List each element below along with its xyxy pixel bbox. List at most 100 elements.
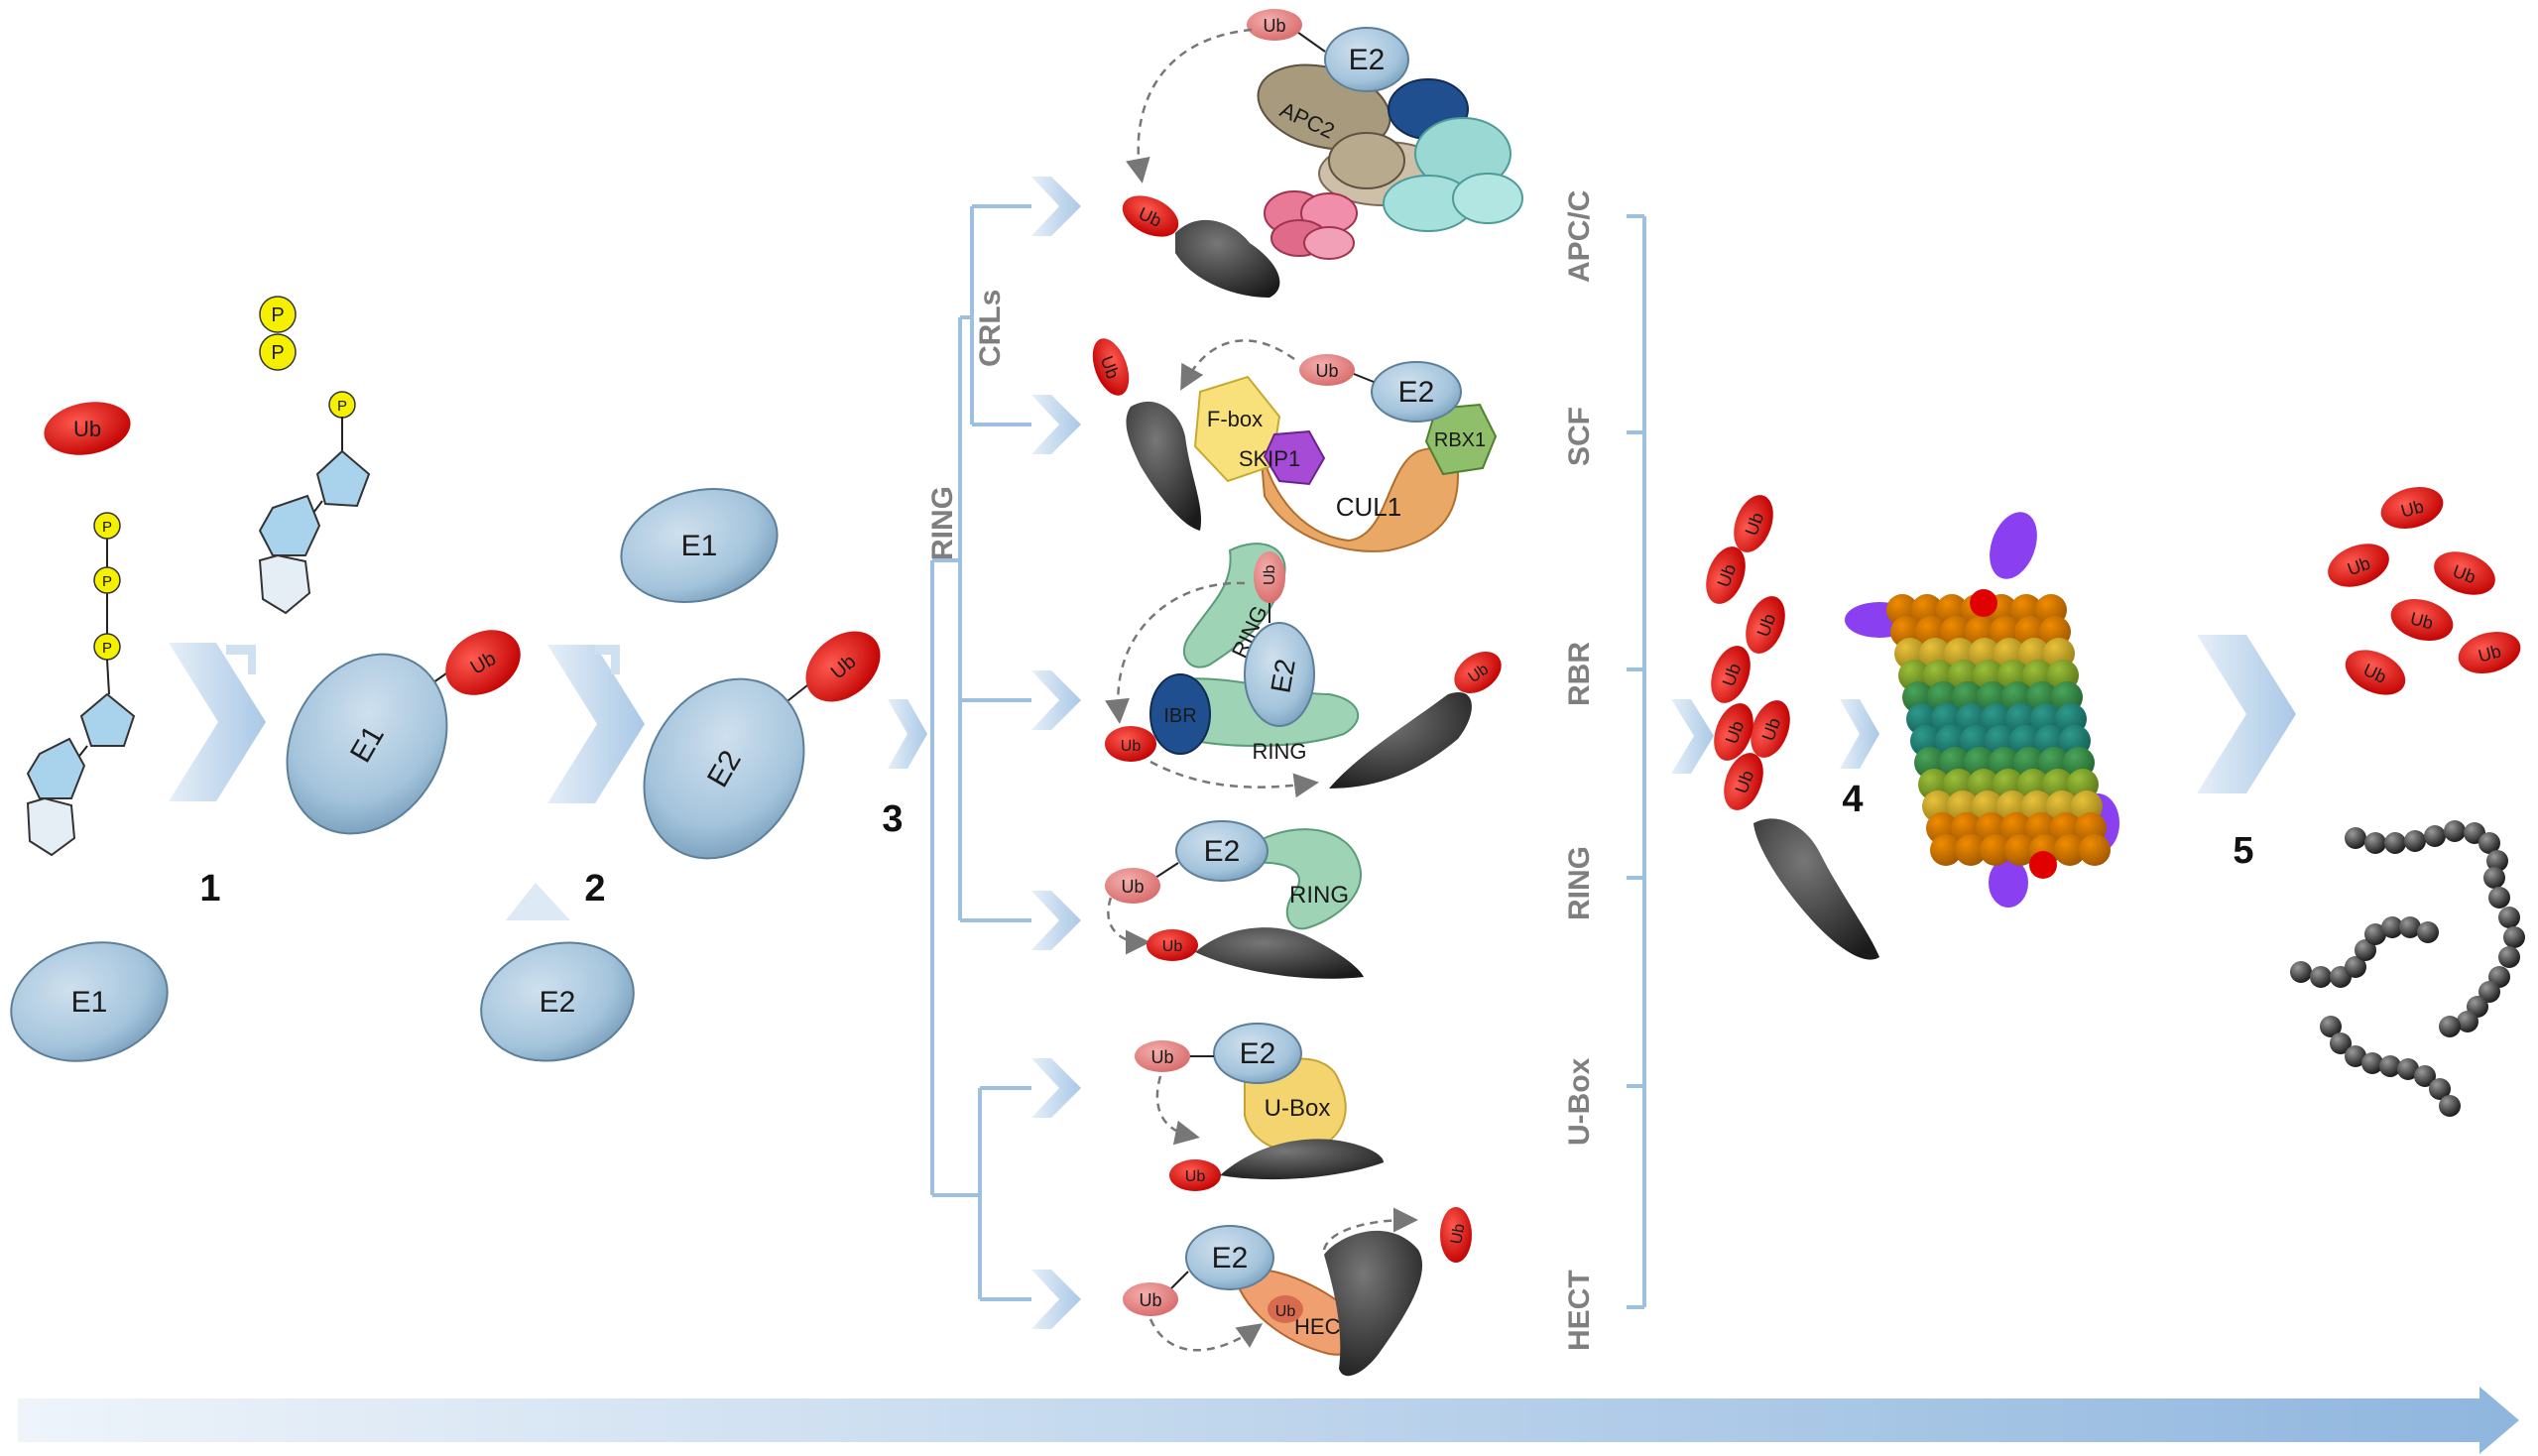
- peptide-bead: [2310, 966, 2332, 988]
- class-label-scf: SCF: [1563, 407, 1596, 466]
- proteasome-subunit: [1930, 834, 1962, 866]
- svg-text:Ub: Ub: [1139, 1290, 1161, 1310]
- step-arrow: [2197, 635, 2296, 793]
- peptide-bead: [2384, 832, 2406, 854]
- fbox-label: F-box: [1207, 407, 1263, 431]
- svg-text:Ub: Ub: [1121, 738, 1142, 755]
- peptide-bead: [2345, 956, 2366, 978]
- peptide-bead: [2503, 926, 2525, 948]
- branch-arrowheads: [1031, 177, 1081, 1329]
- proteasome-subunit: [2079, 834, 2111, 866]
- peptide-bead: [2290, 961, 2312, 983]
- ubox-label: U-Box: [1265, 1095, 1331, 1122]
- rbr-complex: RING RING IBR E2 Ub Ub Ub: [1105, 543, 1502, 798]
- peptide-bead: [2355, 939, 2376, 961]
- e1-ub-complex: E1 Ub: [286, 630, 521, 835]
- svg-text:P: P: [271, 304, 284, 326]
- class-label-apcc: APC/C: [1563, 190, 1596, 283]
- apcc-complex: APC2 E2 Ub Ub: [1122, 9, 1523, 298]
- phosphate-label: P: [102, 640, 112, 657]
- class-label-hect: HECT: [1563, 1270, 1596, 1351]
- e3-class-bracket: [1627, 214, 1646, 1309]
- peptide-bead: [2457, 1011, 2478, 1032]
- svg-text:E2: E2: [540, 986, 576, 1019]
- branch-label-ring: RING: [926, 486, 959, 560]
- hect-complex: HECT Ub E2 Ub Ub: [1123, 1207, 1472, 1377]
- svg-text:Ub: Ub: [1263, 16, 1285, 36]
- pyrophosphate: P P: [259, 296, 297, 371]
- step-label-4: 4: [1842, 779, 1863, 820]
- step-arrow: [888, 699, 927, 769]
- ring-label: RING: [1289, 882, 1349, 909]
- proteasome-subunit: [1955, 834, 1987, 866]
- peptide-bead: [2478, 981, 2500, 1003]
- peptide-bead: [2444, 820, 2466, 842]
- svg-text:E2: E2: [1398, 376, 1435, 409]
- ring-label: RING: [1253, 739, 1307, 764]
- peptide-bead: [2417, 921, 2439, 943]
- peptide-bead: [2379, 1055, 2401, 1077]
- svg-text:P: P: [337, 398, 347, 415]
- svg-text:Ub: Ub: [1275, 1303, 1296, 1320]
- phosphate-label: P: [102, 573, 112, 590]
- step-label-1: 1: [199, 868, 220, 910]
- ring-complex: RING E2 Ub Ub: [1105, 820, 1364, 979]
- e1-enzyme: E1: [10, 941, 169, 1062]
- peptide-bead: [2488, 887, 2510, 909]
- amp-molecule: P: [258, 391, 371, 615]
- peptide-bead: [2361, 1052, 2383, 1074]
- e1-enzyme: E1: [620, 487, 779, 604]
- svg-text:Ub: Ub: [1185, 1168, 1206, 1185]
- step-arrow: [1840, 699, 1879, 769]
- step-label-3: 3: [882, 798, 903, 840]
- svg-text:Ub: Ub: [1150, 1047, 1173, 1067]
- svg-text:P: P: [271, 342, 284, 364]
- peptide-bead: [2498, 907, 2520, 928]
- peptide-bead: [2330, 1032, 2352, 1054]
- e3-branch-tree: [930, 204, 1031, 1301]
- peptide-bead: [2364, 923, 2386, 945]
- peptide-bead: [2381, 916, 2403, 938]
- svg-text:E2: E2: [1240, 1037, 1276, 1070]
- peptide-bead: [2439, 1095, 2461, 1117]
- ub-free: Ub: [44, 402, 131, 455]
- proteasome: [1845, 512, 2119, 908]
- peptide-bead: [2345, 1045, 2366, 1067]
- class-label-ubox: U-Box: [1563, 1057, 1596, 1146]
- e2-ub-complex: E2 Ub: [643, 631, 881, 860]
- proteasome-cap: [2029, 851, 2057, 879]
- e2-enzyme: E2: [480, 941, 635, 1062]
- svg-text:Ub: Ub: [1162, 938, 1183, 955]
- svg-text:E2: E2: [1204, 835, 1241, 868]
- step-arrow: [506, 645, 645, 920]
- peptide-bead: [2424, 825, 2446, 847]
- svg-text:Ub: Ub: [73, 417, 101, 441]
- svg-text:E2: E2: [1212, 1242, 1249, 1274]
- atp-molecule: P P P: [26, 512, 136, 857]
- scf-complex: CUL1 F-box SKIP1 RBX1 E2 Ub Ub: [1092, 338, 1498, 552]
- peptide-bead: [2397, 1058, 2419, 1080]
- timeline-arrow: [18, 1387, 2519, 1454]
- polyubiquitin-chain: Ub Ub Ub Ub Ub Ub Ub: [1706, 495, 1879, 960]
- peptide-bead: [2414, 1065, 2436, 1087]
- peptide-bead: [2320, 1016, 2342, 1037]
- ubox-complex: U-Box E2 Ub Ub: [1135, 1023, 1384, 1191]
- peptide-bead: [2478, 832, 2500, 854]
- rbx1-label: RBX1: [1434, 429, 1486, 451]
- peptide-bead: [2429, 1078, 2451, 1100]
- svg-text:E2: E2: [1349, 44, 1386, 76]
- degraded-peptides: [2290, 820, 2525, 1117]
- phosphate-label: P: [102, 519, 112, 536]
- proteasome-subunit: [2054, 834, 2086, 866]
- svg-text:Ub: Ub: [1315, 361, 1338, 381]
- peptide-bead: [2483, 867, 2505, 889]
- peptide-bead: [2364, 832, 2386, 854]
- proteasome-subunit: [1980, 834, 2011, 866]
- svg-text:E1: E1: [681, 530, 718, 562]
- peptide-bead: [2498, 946, 2520, 968]
- peptide-bead: [2439, 1016, 2461, 1037]
- skp1-label: SKIP1: [1239, 446, 1300, 471]
- peptide-bead: [2486, 850, 2508, 872]
- proteasome-subunit: [2004, 834, 2036, 866]
- class-label-rbr: RBR: [1563, 642, 1596, 706]
